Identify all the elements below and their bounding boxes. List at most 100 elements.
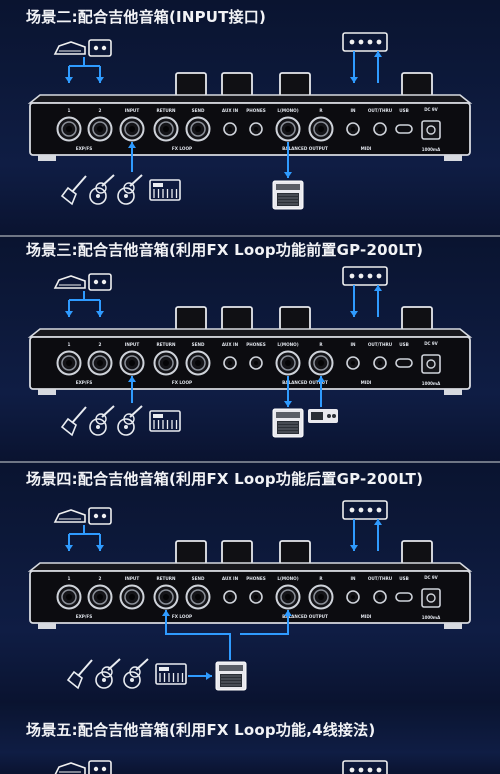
device-foot (38, 389, 56, 395)
midi-out-label: OUT/THRU (368, 108, 393, 113)
arrow-head (374, 285, 382, 291)
footswitch-block (221, 72, 253, 97)
expression-pedal (53, 275, 86, 289)
arrow-head (96, 77, 104, 83)
keyboard-icon (149, 179, 181, 201)
dc-jack (421, 120, 441, 140)
fx-loop-label: FX LOOP (172, 380, 192, 385)
acoustic-guitar-icon (117, 418, 135, 436)
usb-label: USB (399, 342, 409, 347)
scene-title: 场景三:配合吉他音箱(利用FX Loop功能前置GP-200LT) (26, 241, 424, 259)
balanced-output-label: BALANCED OUTPUT (282, 614, 328, 619)
midi-controller-icon (342, 32, 388, 52)
arrow-head (128, 376, 136, 382)
arrow-head (350, 311, 358, 317)
instrument-group (60, 405, 181, 437)
arrow-head (65, 77, 73, 83)
input-jack-label: INPUT (125, 576, 140, 581)
arrow-head (284, 172, 292, 178)
arrow-head (350, 77, 358, 83)
exp-fs-label: EXP/FS (76, 614, 93, 619)
cable (240, 610, 289, 635)
acoustic-guitar-icon (89, 187, 107, 205)
phones-label: PHONES (246, 576, 266, 581)
electric-guitar-icon (66, 670, 83, 690)
midi-controller-icon (342, 760, 388, 774)
jack-1-label: 1 (68, 576, 71, 581)
dc-jack (421, 354, 441, 374)
expression-pedal (53, 509, 86, 523)
arrow-head (374, 519, 382, 525)
midi-in-label: IN (350, 576, 356, 581)
return-jack-label: RETURN (156, 576, 176, 581)
device-foot (444, 389, 462, 395)
midi-controller-icon (342, 266, 388, 286)
footswitch-block (401, 306, 433, 331)
midi-label: MIDI (361, 614, 372, 619)
midi-out-label: OUT/THRU (368, 576, 393, 581)
balanced-output-label: BALANCED OUTPUT (282, 146, 328, 151)
expression-pedal (53, 41, 86, 55)
electric-guitar-icon (60, 186, 77, 206)
r-jack-label: R (319, 342, 323, 347)
arrow-head (317, 376, 325, 382)
dc-label: DC 9V (424, 107, 438, 112)
jack-1-label: 1 (68, 108, 71, 113)
device-top (27, 562, 473, 572)
phones-label: PHONES (246, 108, 266, 113)
dc-label: DC 9V (424, 341, 438, 346)
jack-2-label: 2 (99, 108, 102, 113)
footswitch-icon (88, 39, 112, 57)
midi-in-label: IN (350, 108, 356, 113)
device-foot (444, 155, 462, 161)
midi-controller-icon (342, 500, 388, 520)
arrow-head (350, 545, 358, 551)
acoustic-guitar-icon (117, 187, 135, 205)
scene-title: 场景二:配合吉他音箱(INPUT接口) (26, 8, 267, 26)
footswitch-block (401, 540, 433, 565)
arrow-head (65, 311, 73, 317)
scene-title: 场景五:配合吉他音箱(利用FX Loop功能,4线接法) (26, 721, 376, 739)
jack-1-label: 1 (68, 342, 71, 347)
current-label: 1000mA (422, 615, 441, 620)
scene-divider (0, 461, 500, 463)
arrow-head (96, 545, 104, 551)
acoustic-guitar-icon (95, 671, 113, 689)
l-mono-jack-label: L(MONO) (277, 342, 298, 347)
footswitch-block (221, 306, 253, 331)
footswitch-icon (88, 273, 112, 291)
arrow-head (284, 610, 292, 616)
fx-loop-label: FX LOOP (172, 614, 192, 619)
l-mono-jack-label: L(MONO) (277, 576, 298, 581)
midi-label: MIDI (361, 146, 372, 151)
footswitch-block (279, 306, 311, 331)
keyboard-icon (155, 663, 187, 685)
device-top (27, 94, 473, 104)
send-jack-label: SEND (192, 108, 205, 113)
arrow-head (206, 672, 212, 680)
usb-port (395, 124, 413, 134)
input-jack-label: INPUT (125, 108, 140, 113)
top-accessories (53, 266, 388, 317)
instrument-group (60, 174, 181, 206)
balanced-output-label: BALANCED OUTPUT (282, 380, 328, 385)
aux-in-label: AUX IN (222, 108, 239, 113)
fx-loop-label: FX LOOP (172, 146, 192, 151)
dc-label: DC 9V (424, 575, 438, 580)
midi-label: MIDI (361, 380, 372, 385)
l-mono-jack-label: L(MONO) (277, 108, 298, 113)
scene-title: 场景四:配合吉他音箱(利用FX Loop功能后置GP-200LT) (26, 470, 424, 488)
footswitch-block (175, 306, 207, 331)
phones-label: PHONES (246, 342, 266, 347)
jack-2-label: 2 (99, 576, 102, 581)
current-label: 1000mA (422, 381, 441, 386)
footswitch-block (401, 72, 433, 97)
aux-in-label: AUX IN (222, 342, 239, 347)
return-jack-label: RETURN (156, 342, 176, 347)
arrow-head (128, 142, 136, 148)
